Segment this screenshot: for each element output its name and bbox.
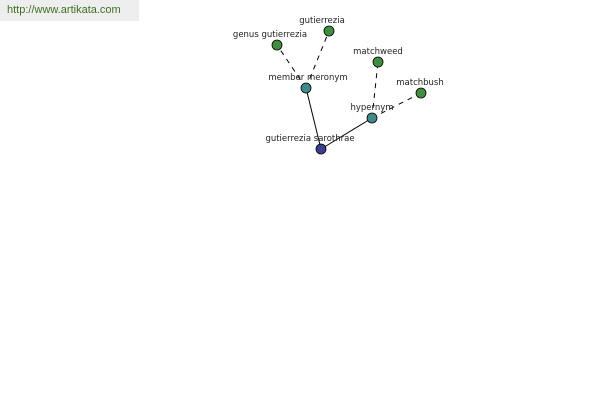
watermark-banner: http://www.artikata.com <box>0 0 139 21</box>
node-label-member-meronym[interactable]: member meronym <box>268 73 347 83</box>
node-label-gutierrezia[interactable]: gutierrezia <box>299 16 345 26</box>
graph-labels: gutierrezia sarothrae member meronym hyper… <box>233 16 444 144</box>
edge-member_meronym-gutierrezia <box>305 30 330 89</box>
node-root[interactable] <box>315 143 327 155</box>
node-label-hypernym[interactable]: hypernym <box>350 103 393 113</box>
watermark-link[interactable]: http://www.artikata.com <box>7 4 121 16</box>
edge-member_meronym-genus_gutierrezia <box>276 44 307 89</box>
edge-root-member_meronym <box>305 87 322 150</box>
graph-nodes <box>271 25 427 155</box>
node-gutierrezia[interactable] <box>323 25 335 37</box>
node-label-genus-gutierrezia[interactable]: genus gutierrezia <box>233 30 307 40</box>
node-matchbush[interactable] <box>415 87 427 99</box>
node-label-matchbush[interactable]: matchbush <box>396 78 443 88</box>
node-genus-gutierrezia[interactable] <box>271 39 283 51</box>
edge-root-hypernym <box>320 117 373 150</box>
node-hypernym[interactable] <box>366 112 378 124</box>
node-member-meronym[interactable] <box>300 82 312 94</box>
node-matchweed[interactable] <box>372 56 384 68</box>
node-label-matchweed[interactable]: matchweed <box>353 47 403 57</box>
graph-edges <box>276 30 422 150</box>
node-label-root[interactable]: gutierrezia sarothrae <box>265 134 354 144</box>
